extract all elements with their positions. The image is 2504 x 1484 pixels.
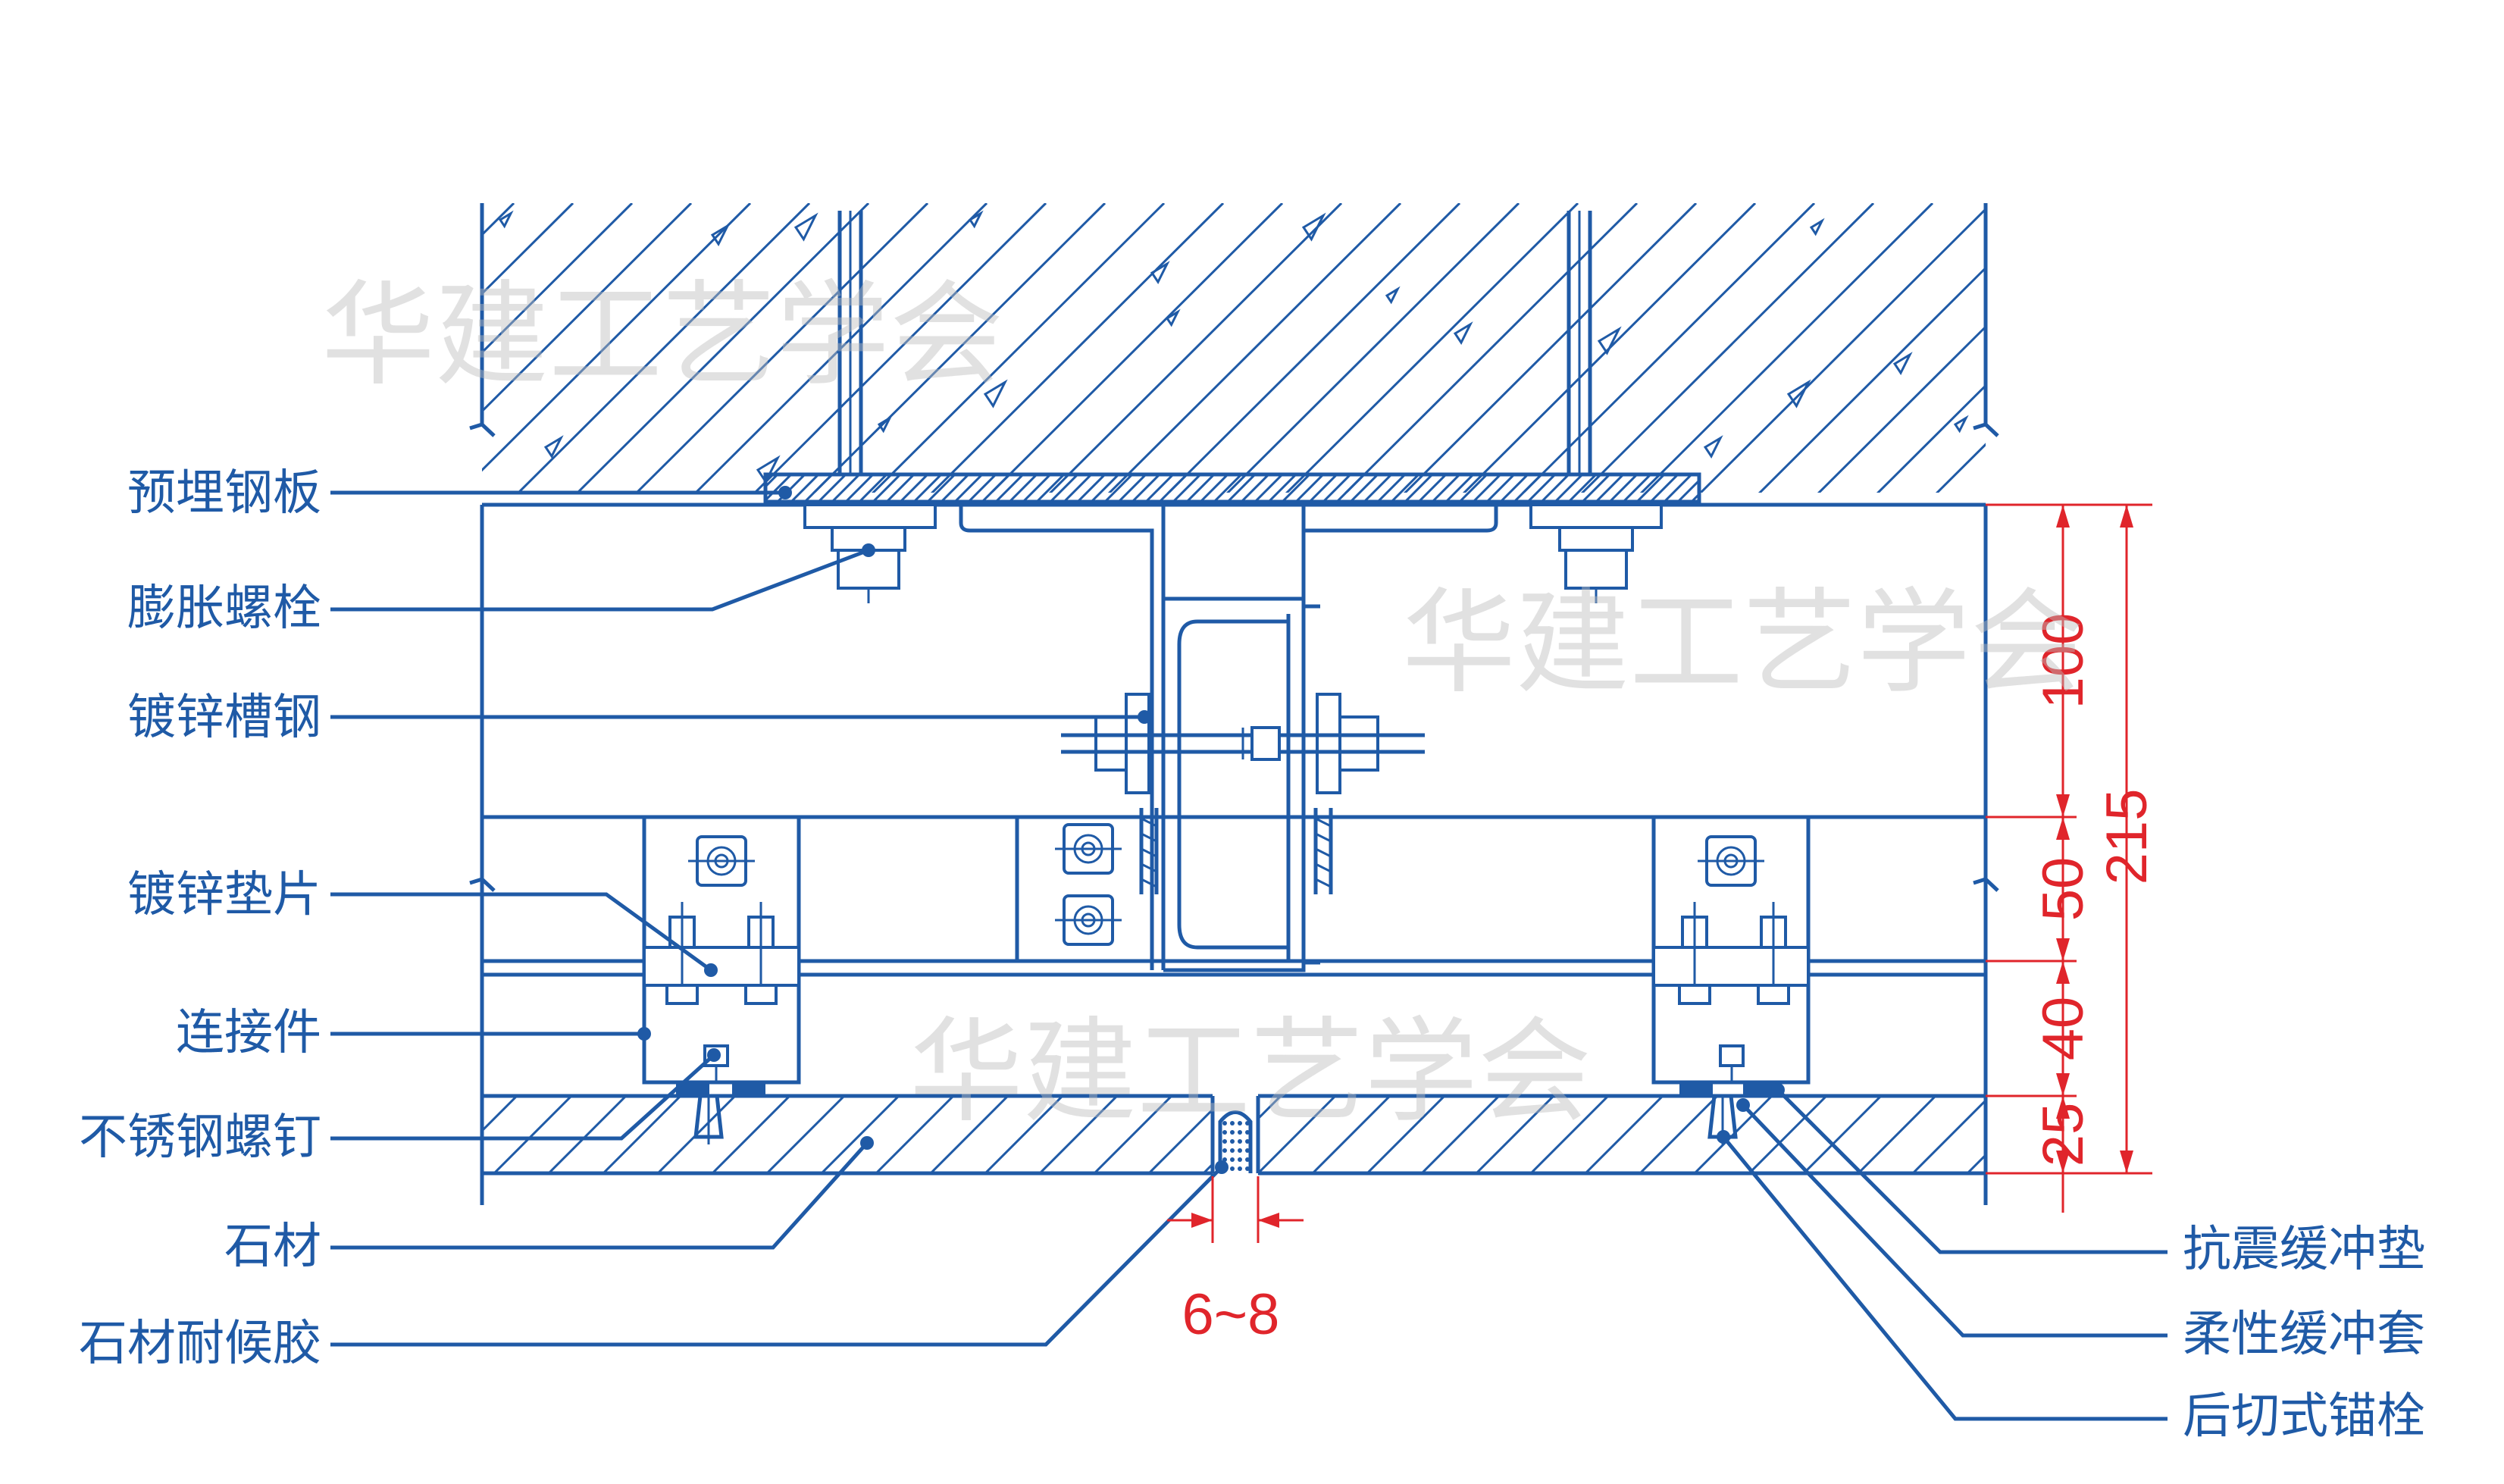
leader-lines-left (330, 486, 1229, 1347)
channel-bottom-screw (1139, 808, 1333, 894)
dimension-lines (1167, 503, 2152, 1243)
label-seismic-cushion-pad: 抗震缓冲垫 (2183, 1222, 2425, 1278)
middle-bracket-box (1015, 815, 1166, 963)
dim-215: 215 (2095, 789, 2159, 885)
label-galvanized-channel-steel: 镀锌槽钢 (127, 690, 321, 746)
dim-25: 25 (2031, 1103, 2096, 1167)
embedded-steel-plate-shape (763, 472, 1701, 504)
label-embedded-steel-plate: 预埋钢板 (127, 465, 321, 521)
label-galvanized-washer: 镀锌垫片 (127, 867, 321, 923)
stone-sealant-shape (1218, 1110, 1253, 1173)
label-expansion-bolt: 膨胀螺栓 (127, 581, 321, 637)
connector-left (642, 815, 801, 1085)
watermark-2: 华建工艺学会 (1402, 578, 2084, 709)
leader-lines-right (1717, 1083, 2168, 1421)
label-stone-sealant: 石材耐候胶 (79, 1316, 321, 1372)
label-stainless-screw: 不锈钢螺钉 (79, 1110, 321, 1166)
dim-40: 40 (2031, 997, 2096, 1061)
connector-right (1651, 815, 1811, 1085)
dim-joint: 6~8 (1182, 1282, 1280, 1347)
watermark-1: 华建工艺学会 (321, 270, 1003, 402)
dim-50: 50 (2031, 857, 2096, 922)
channel-steel-shape (1161, 596, 1320, 972)
concrete-wall (469, 203, 1999, 507)
label-flexible-cushion-sleeve: 柔性缓冲套 (2183, 1307, 2425, 1363)
label-undercut-anchor: 后切式锚栓 (2183, 1389, 2425, 1445)
through-bolt (1061, 693, 1425, 794)
undercut-anchor-left (676, 1084, 765, 1144)
watermark-3: 华建工艺学会 (909, 1007, 1592, 1138)
label-stone: 石材 (224, 1219, 321, 1275)
anchor-rod-left (837, 211, 863, 474)
anchor-rod-right (1567, 211, 1592, 474)
label-connector: 连接件 (176, 1005, 321, 1061)
dim-100: 100 (2031, 613, 2096, 709)
expansion-bolt-right (1529, 503, 1663, 603)
t-bracket (959, 505, 1498, 970)
